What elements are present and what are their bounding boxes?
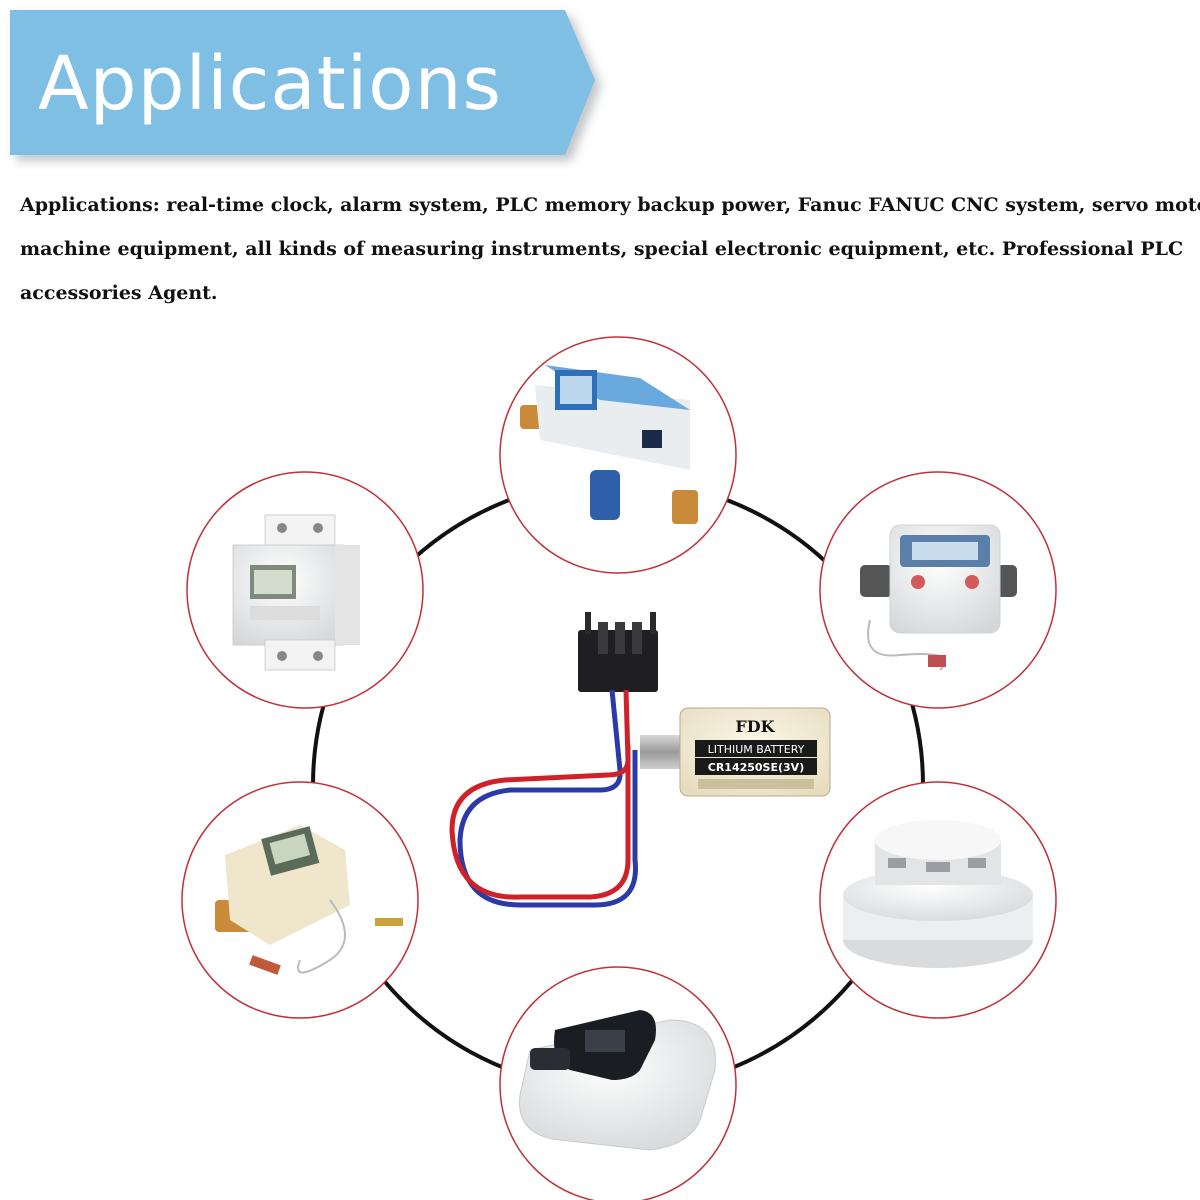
device-circle-handheld (499, 966, 737, 1200)
din-rail-energy-meter-icon (232, 514, 360, 671)
smart-water-meter-icon (520, 365, 698, 524)
applications-banner (10, 10, 595, 155)
connector-plug-icon (578, 612, 658, 692)
banner-title: Applications (38, 41, 503, 127)
applications-description: Applications: real-time clock, alarm sys… (20, 183, 1200, 315)
device-circle-heat-meter (819, 471, 1057, 709)
description-line: Applications: real-time clock, alarm sys… (20, 194, 1200, 216)
banner-arrow-shape (10, 10, 595, 155)
ultrasonic-meter-icon (215, 825, 403, 975)
heat-meter-icon (860, 524, 1017, 671)
battery-wires (449, 689, 638, 908)
battery-brand: FDK (735, 717, 775, 736)
battery-cell-icon: FDK LITHIUM BATTERY CR14250SE(3V) (640, 707, 831, 797)
device-circle-energy-meter (186, 471, 424, 709)
device-circle-smoke-detector (819, 781, 1057, 1019)
battery-model: CR14250SE(3V) (708, 761, 804, 774)
description-line: machine equipment, all kinds of measurin… (20, 238, 1184, 260)
smoke-detector-icon (843, 820, 1033, 968)
handheld-device-icon (519, 1010, 716, 1151)
device-circle-water-meter (499, 336, 737, 574)
device-circle-ultrasonic-meter (181, 781, 419, 1019)
applications-diagram: FDK LITHIUM BATTERY CR14250SE(3V) (181, 336, 1057, 1200)
description-line: accessories Agent. (20, 282, 218, 304)
battery-assembly: FDK LITHIUM BATTERY CR14250SE(3V) (449, 612, 831, 908)
battery-type-label: LITHIUM BATTERY (708, 743, 805, 756)
